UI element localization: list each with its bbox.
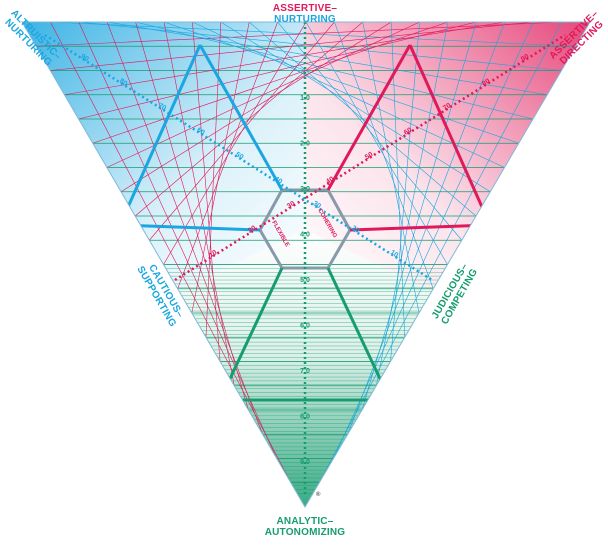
blue-axis-tick-label: 20 [350, 225, 360, 235]
bottom-label-line2: AUTONOMIZING [264, 527, 346, 538]
region-outline-edge [408, 44, 492, 226]
grid-line-diagonal-b [50, 22, 292, 483]
region-outline-edge [118, 44, 202, 226]
grid-line-diagonal-b [163, 22, 307, 265]
blue-axis-tick-label: 40 [273, 176, 283, 186]
region-outline-edge [218, 267, 284, 401]
red-diagonal-axis [174, 33, 566, 282]
vertical-axis-tick-label: 1.0 [300, 95, 310, 102]
vertical-axis-tick-label: 4.0 [300, 232, 310, 239]
red-axis-tick-label: 90 [520, 53, 530, 63]
top-center-label-line1: ASSERTIVE– [272, 3, 338, 14]
vertical-axis-tick-label: 6.0 [300, 323, 310, 330]
top-center-label-line2: NURTURING [274, 14, 336, 25]
triangular-grid [36, 22, 576, 494]
red-axis-tick-label: 40 [325, 176, 335, 186]
blue-axis-tick-label: 60 [195, 127, 205, 137]
red-axis-tick-label: 10 [208, 249, 218, 259]
bottom-label-line1: ANALYTIC– [276, 516, 334, 527]
grid-line-diagonal-b [192, 22, 221, 362]
center-hexagon-edge [326, 189, 352, 231]
grid-line-diagonal-b [177, 22, 278, 289]
vertical-axis-tick-label: 8.0 [300, 414, 310, 421]
vertical-axis-tick-label: 3.0 [300, 186, 310, 193]
center-hexagon-edge [326, 229, 352, 269]
grid-line-diagonal-a [333, 22, 534, 459]
vertical-axis-tick-label: 7.0 [300, 368, 310, 375]
region-outline-edge [326, 267, 392, 401]
grid-line-diagonal-a [375, 22, 449, 386]
vertical-axis-tick-label: 5.0 [300, 277, 310, 284]
blue-axis-tick-label: 10 [389, 249, 399, 259]
red-axis-tick-label: 50 [364, 151, 374, 161]
blue-axis-tick-label: 50 [234, 151, 244, 161]
blue-axis-tick-label: 70 [157, 102, 167, 112]
grid-line-diagonal-a [361, 22, 477, 411]
red-axis-tick-label: 20 [247, 225, 257, 235]
grid-line-diagonal-a [334, 22, 434, 289]
region-outline-edge [119, 223, 261, 232]
red-axis-tick-label: 60 [403, 127, 413, 137]
grid-line-diagonal-a [390, 22, 420, 362]
region-outline-edge [349, 223, 491, 232]
grid-line-diagonal-b [135, 22, 249, 411]
center-hexagon-edge [258, 229, 284, 269]
grid-line-diagonal-a [305, 22, 448, 265]
region-outlines [118, 44, 492, 402]
triangle-outline [21, 21, 591, 508]
vertical-axis-tick-label: 2.0 [300, 141, 310, 148]
bottom-label: ANALYTIC– AUTONOMIZING [245, 516, 365, 538]
grid-line-diagonal-b [78, 22, 277, 459]
registered-mark: ® [316, 491, 321, 498]
vertical-axis-tick-label: 9.0 [300, 459, 310, 466]
grid-line-diagonal-b [163, 22, 235, 386]
region-outline-edge [326, 44, 412, 191]
blue-axis-tick-label: 90 [79, 53, 89, 63]
red-axis-tick-label: 30 [286, 200, 296, 210]
blue-diagonal-axis [44, 33, 433, 282]
grid-line-diagonal-a [318, 22, 562, 483]
blue-axis-tick-label: 80 [118, 78, 128, 88]
top-center-label: ASSERTIVE– NURTURING [255, 3, 355, 25]
red-axis-tick-label: 80 [481, 78, 491, 88]
red-axis-tick-label: 70 [442, 102, 452, 112]
region-outline-edge [198, 44, 284, 191]
axes: 1.0 2.0 3.0 4.0 5.0 6.0 7.0 8.0 9.0 10 20 30 40 50 60 7… [44, 22, 566, 497]
blue-axis-tick-label: 30 [312, 200, 322, 210]
